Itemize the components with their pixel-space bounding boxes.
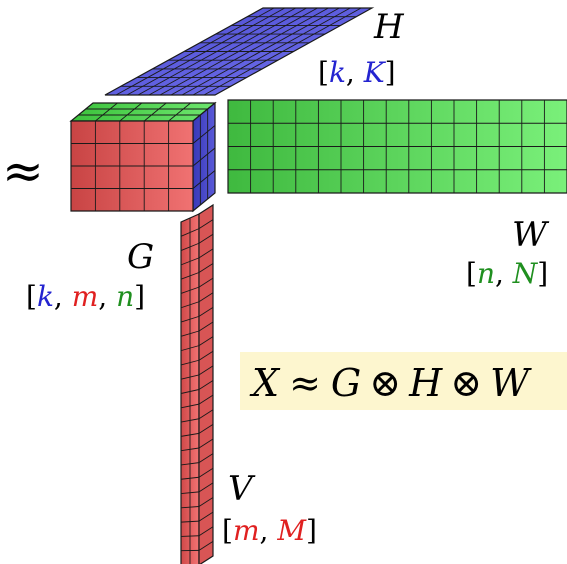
v-strip-side-grid-line [198, 380, 214, 390]
v-strip-front-grid-line [180, 257, 200, 266]
v-strip-side-grid-line [198, 482, 214, 493]
h-label: H [373, 7, 405, 47]
v-strip-side-grid-line [198, 263, 214, 273]
g-cube-top-grid-line [168, 102, 191, 122]
v-strip-side-grid-line [198, 336, 214, 347]
g-cube-top-face [69, 102, 217, 122]
v-strip-side-grid-line [198, 394, 214, 405]
v-strip-side-grid-line [198, 321, 214, 332]
v-strip-side-grid-line [198, 306, 214, 317]
h-factor-slab [104, 7, 375, 96]
v-strip-front-grid-line [180, 418, 200, 423]
g-dims: [k, m, n] [26, 280, 145, 313]
v-strip-side-grid-line [198, 292, 214, 303]
approx-symbol: ≈ [2, 142, 44, 200]
v-label: V [228, 469, 256, 509]
g-cube-top-grid-line [119, 102, 143, 122]
v-strip-front-grid-line [180, 272, 200, 280]
v-strip-front-grid-line [180, 432, 200, 437]
v-strip-side-grid-line [198, 409, 214, 420]
w-dims: [n, N] [466, 257, 548, 290]
v-strip-front-grid-line [180, 345, 200, 352]
w-factor-matrix [227, 99, 567, 194]
v-dims: [m, M] [222, 514, 317, 547]
v-strip-side-grid-line [198, 511, 214, 522]
v-strip-front-grid-line [180, 330, 200, 337]
v-strip-front-grid-line [180, 359, 200, 366]
v-strip-front-grid-line [180, 242, 200, 252]
equation: X≈G⊗H⊗W [249, 361, 532, 405]
g-cube-side-grid-line [192, 170, 216, 189]
v-strip-front-grid-line [180, 535, 200, 537]
v-strip-side-grid-line [198, 219, 214, 230]
g-cube-top-grid-line [143, 102, 167, 122]
g-label: G [127, 237, 154, 277]
v-strip-side-grid-line [198, 365, 214, 376]
v-strip-side-grid-line [198, 467, 214, 478]
v-strip-side-grid-line [198, 438, 214, 449]
v-strip-front-grid-line [180, 491, 200, 494]
v-strip-side-grid-line [198, 350, 214, 361]
v-strip-front-grid-line [180, 506, 200, 509]
v-strip-side-grid-line [198, 248, 214, 259]
v-strip-front-grid-line [180, 286, 200, 294]
v-strip-side-grid-line [198, 277, 214, 288]
v-strip-side-grid-line [198, 526, 214, 537]
g-core-tensor-cube [69, 101, 217, 213]
v-strip-side-grid-line [198, 233, 214, 244]
g-cube-side-grid-line [192, 147, 216, 167]
v-strip-front-grid-line [180, 389, 200, 394]
v-strip-side-grid-line [198, 540, 214, 551]
v-strip-front-grid-line [180, 374, 200, 380]
v-strip-front-grid-line [180, 315, 200, 323]
v-strip-side-grid-line [198, 423, 214, 434]
w-label: W [512, 215, 550, 255]
v-strip-side-grid-line [198, 497, 214, 507]
v-strip-side-grid-line [198, 453, 214, 464]
equation-box [240, 352, 567, 410]
v-strip-front-grid-line [180, 228, 200, 237]
v-strip-front-grid-line [180, 447, 200, 452]
v-strip-front-grid-line [180, 476, 200, 480]
v-strip-front-grid-line [180, 520, 200, 523]
h-dims: [k, K] [318, 56, 396, 89]
v-factor-strip [180, 203, 214, 564]
v-strip-front-grid-line [180, 462, 200, 466]
g-cube-top-grid-line [95, 102, 118, 122]
g-cube-side-grid-line [192, 125, 216, 144]
v-strip-front-grid-line [180, 403, 200, 409]
v-strip-front-grid-line [180, 301, 200, 309]
